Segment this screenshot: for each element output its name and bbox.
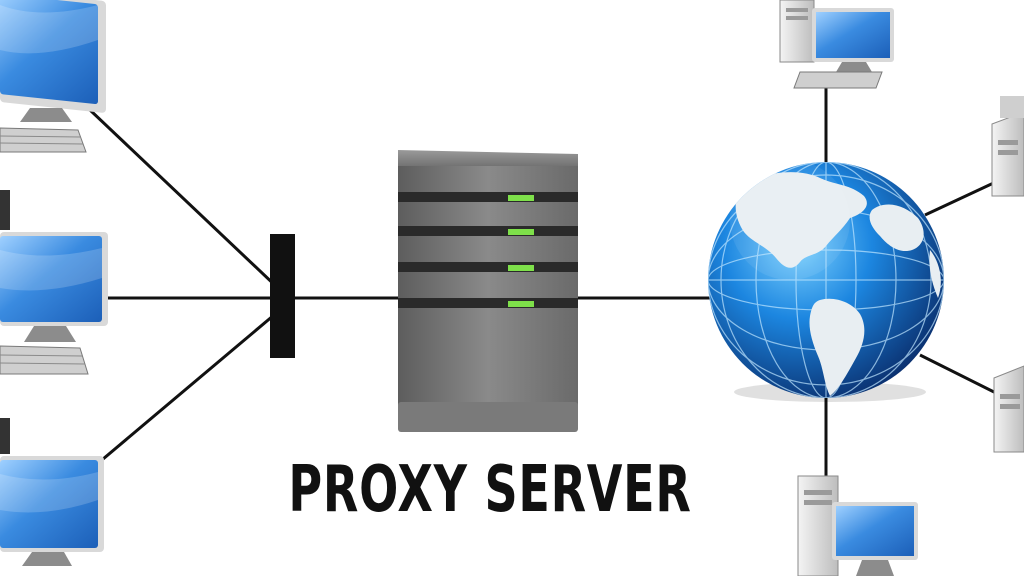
line-pc1-to-firewall (88, 108, 282, 292)
internet-globe-icon (708, 160, 944, 402)
remote-computer-bottom (797, 475, 918, 576)
remote-computer-right-top (991, 96, 1024, 197)
connection-lines (88, 88, 1001, 478)
server-status-leds (508, 195, 534, 307)
remote-computer-right-bottom (993, 365, 1024, 453)
client-computer-2 (0, 190, 108, 375)
client-computer-1 (0, 0, 106, 153)
remote-computer-top (779, 0, 894, 89)
diagram-title: PROXY SERVER (288, 453, 692, 527)
firewall-bar (270, 234, 295, 358)
line-globe-to-right-top (924, 178, 1001, 217)
client-computer-3 (0, 418, 104, 566)
line-pc3-to-firewall (89, 308, 281, 472)
server-drive-bays (398, 192, 578, 308)
proxy-server-icon (398, 150, 578, 432)
continents (735, 172, 941, 396)
line-globe-to-right-bottom (919, 353, 1001, 397)
